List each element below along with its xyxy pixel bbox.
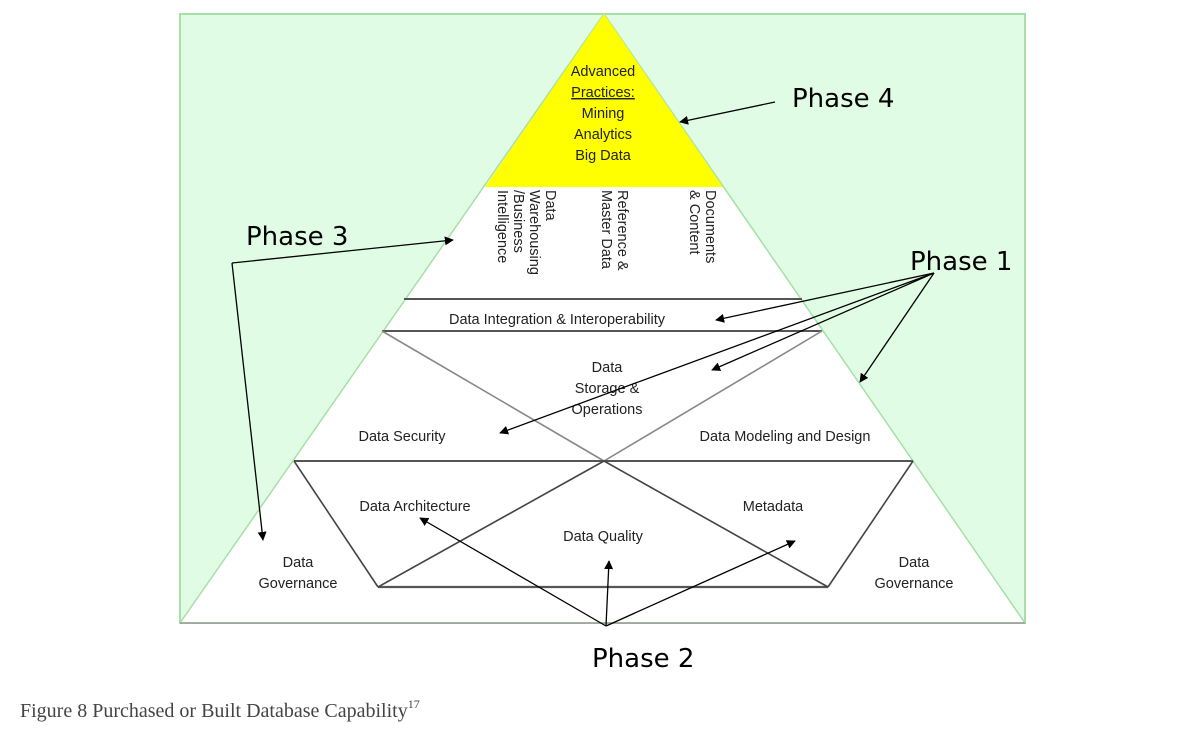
phase-2-label: Phase 2 (592, 644, 694, 674)
column-documents-content: Documents & Content (686, 190, 718, 263)
quality-label: Data Quality (563, 529, 644, 545)
apex-line: Practices: (571, 85, 635, 101)
apex-line: Advanced (571, 64, 636, 80)
quality-right-diagonal (603, 460, 829, 588)
column-line: Warehousing (526, 190, 542, 275)
caption-footnote: 17 (407, 697, 420, 711)
governance-right-label: Data Governance (875, 555, 954, 592)
storage-line: Data (592, 360, 624, 376)
column-line: Intelligence (494, 190, 510, 263)
apex-text: Advanced Practices: Mining Analytics Big… (571, 64, 636, 164)
caption-text: Figure 8 Purchased or Built Database Cap… (20, 700, 408, 722)
storage-left-diagonal (381, 330, 605, 462)
architecture-label: Data Architecture (359, 499, 470, 515)
column-reference-master: Reference & Master Data (598, 190, 630, 271)
phase-3-arrow (231, 262, 267, 541)
metadata-label: Metadata (743, 499, 804, 515)
storage-right-diagonal (603, 330, 823, 462)
column-line: Data (542, 190, 558, 222)
phase-1-arrow-modeling (859, 272, 935, 383)
column-line: Reference & (614, 190, 630, 271)
apex-line: Mining (582, 106, 625, 122)
storage-label: Data Storage & Operations (572, 360, 643, 418)
security-label: Data Security (358, 429, 446, 445)
trapezoid-right-side (827, 460, 914, 588)
trapezoid-left-side (293, 460, 379, 588)
governance-line: Governance (875, 576, 954, 592)
phase-1-arrow-integration (715, 272, 935, 323)
phase-1-arrow-storage (711, 272, 935, 371)
storage-line: Operations (572, 402, 643, 418)
phase-2-arrow-metadata (605, 540, 796, 627)
governance-line: Governance (259, 576, 338, 592)
governance-line: Data (283, 555, 315, 571)
phase-4-arrow (679, 101, 776, 125)
modeling-label: Data Modeling and Design (700, 429, 871, 445)
column-line: Master Data (598, 190, 614, 270)
column-warehousing: Data Warehousing /Business Intelligence (494, 190, 558, 275)
apex-line: Big Data (575, 148, 632, 164)
governance-line: Data (899, 555, 931, 571)
apex-region (485, 14, 723, 187)
storage-line: Storage & (575, 381, 640, 397)
integration-label: Data Integration & Interoperability (449, 312, 666, 328)
column-line: & Content (686, 190, 702, 255)
governance-left-label: Data Governance (259, 555, 338, 592)
column-line: Documents (702, 190, 718, 263)
column-line: /Business (510, 190, 526, 253)
phase-4-label: Phase 4 (792, 84, 894, 114)
phase-1-arrow-security (499, 272, 935, 435)
figure-caption: Figure 8 Purchased or Built Database Cap… (20, 697, 420, 723)
quality-left-diagonal (377, 460, 605, 588)
phase-3-label: Phase 3 (246, 222, 348, 252)
phase-2-arrow-architecture (419, 517, 607, 627)
phase-3-connector (231, 236, 454, 264)
apex-line: Analytics (574, 127, 632, 143)
phase-1-label: Phase 1 (910, 247, 1012, 277)
phase-2-arrow-quality (604, 560, 614, 627)
